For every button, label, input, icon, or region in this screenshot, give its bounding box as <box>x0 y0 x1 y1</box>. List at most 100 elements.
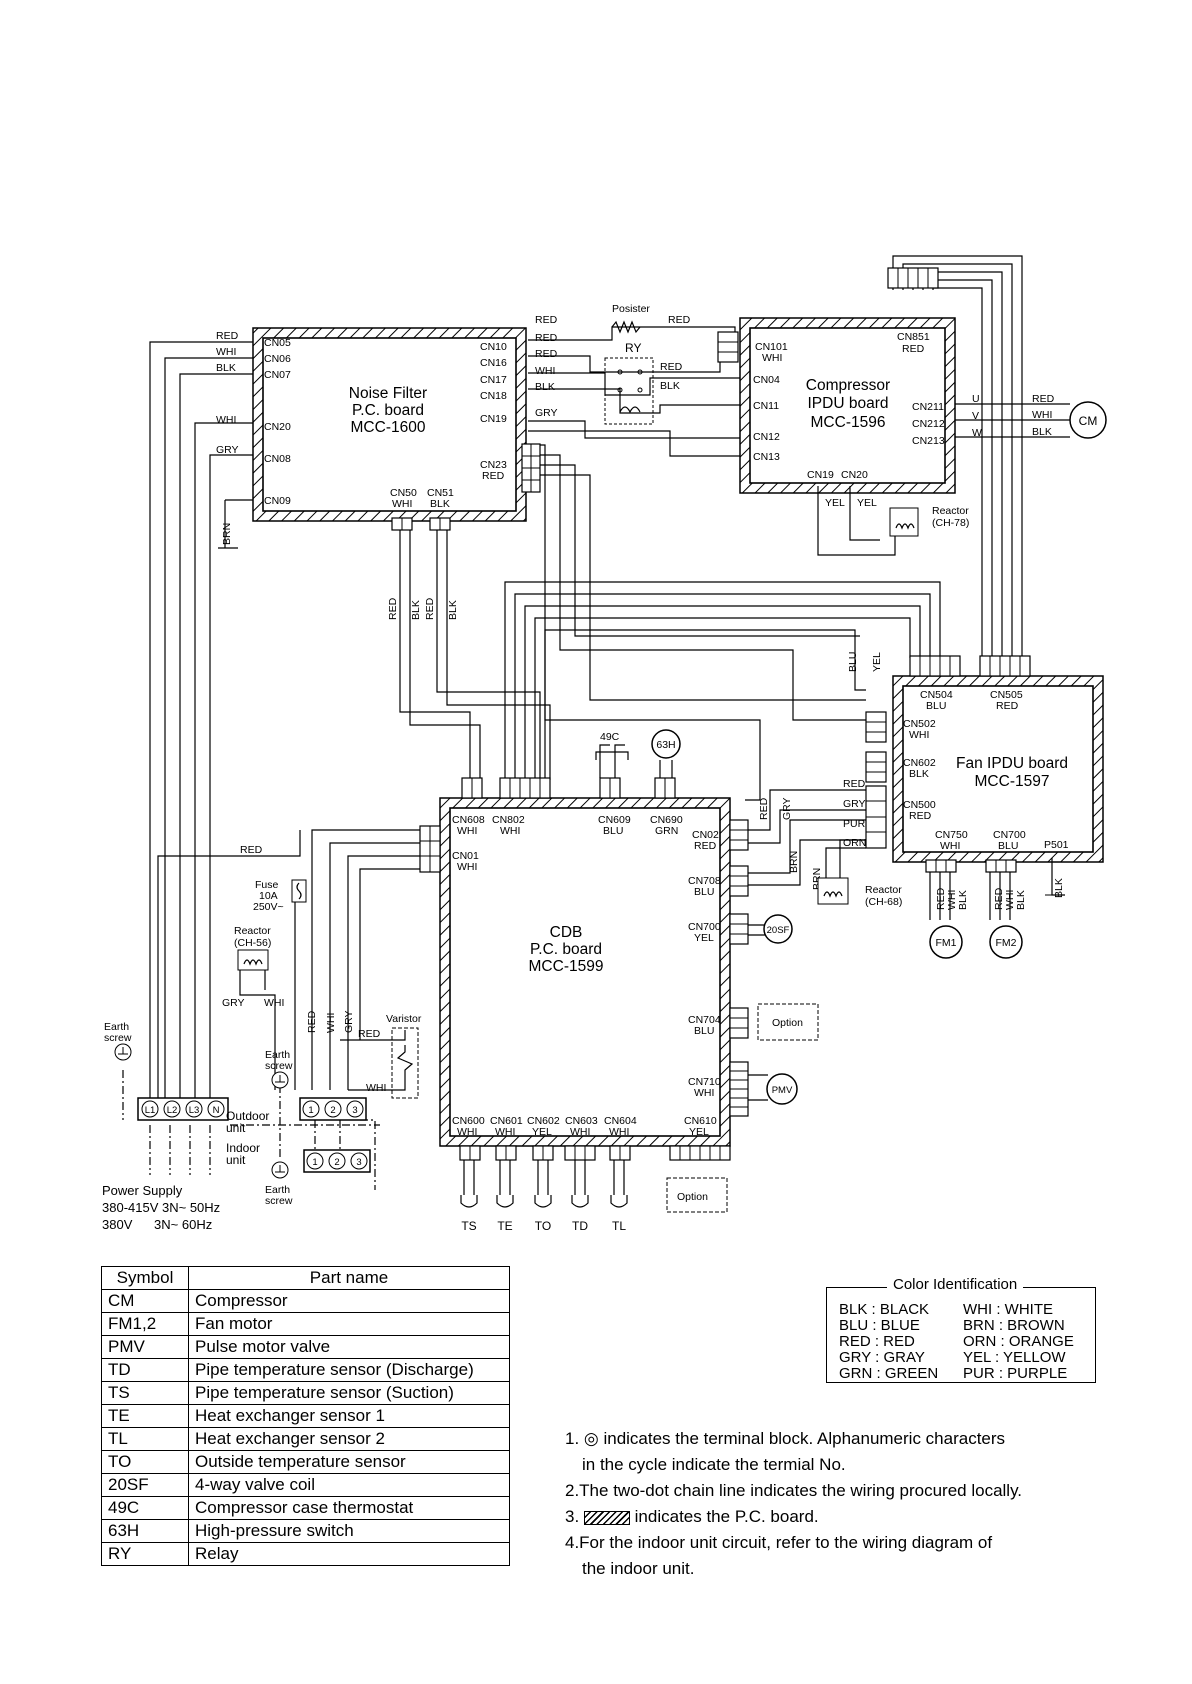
svg-text:YEL: YEL <box>825 497 845 509</box>
svg-text:RED: RED <box>424 597 436 620</box>
sensor-tl-label: TL <box>612 1219 626 1233</box>
power-spec-1: 380-415V 3N~ 50Hz <box>102 1200 220 1215</box>
cell-symbol: RY <box>101 1542 189 1566</box>
color-key-item: GRY : GRAY <box>839 1349 925 1366</box>
cell-part: Compressor case thermostat <box>188 1496 510 1520</box>
cell-part: Relay <box>188 1542 510 1566</box>
svg-text:3: 3 <box>352 1105 357 1116</box>
svg-text:BLU: BLU <box>694 1025 714 1037</box>
svg-text:RED: RED <box>306 1010 318 1033</box>
svg-text:1: 1 <box>308 1105 313 1116</box>
svg-text:2: 2 <box>330 1105 335 1116</box>
svg-text:BLK: BLK <box>909 768 929 780</box>
svg-text:CN02: CN02 <box>692 829 719 841</box>
color-identification-title: Color Identification <box>887 1276 1024 1293</box>
svg-text:WHI: WHI <box>457 825 477 837</box>
option-cn610-label: Option <box>677 1191 708 1203</box>
note-3: 3. indicates the P.C. board. <box>565 1504 1022 1530</box>
cdb-title-2: P.C. board <box>530 941 602 958</box>
cell-part: Heat exchanger sensor 2 <box>188 1427 510 1451</box>
fan-motors: FM1 FM2 P501 <box>929 839 1069 959</box>
svg-text:CN602: CN602 <box>527 1115 560 1127</box>
svg-text:WHI: WHI <box>694 1087 714 1099</box>
color-key-item: RED : RED <box>839 1333 915 1350</box>
table-header-row: Symbol Part name <box>101 1266 510 1290</box>
svg-text:WHI: WHI <box>457 1126 477 1138</box>
cdb-title-1: CDB <box>550 924 583 941</box>
svg-text:ORN: ORN <box>843 837 866 849</box>
svg-text:CN19: CN19 <box>807 469 834 481</box>
cell-part: Pipe temperature sensor (Suction) <box>188 1381 510 1405</box>
cell-symbol: CM <box>101 1289 189 1313</box>
note-4-cont: the indoor unit. <box>582 1559 695 1578</box>
cell-part: Fan motor <box>188 1312 510 1336</box>
svg-text:L1: L1 <box>145 1105 156 1116</box>
header-part-name: Part name <box>188 1266 510 1290</box>
svg-text:RED: RED <box>660 361 683 373</box>
49c-label: 49C <box>600 731 620 743</box>
svg-text:CN213: CN213 <box>912 435 945 447</box>
svg-text:RED: RED <box>909 810 932 822</box>
svg-text:N: N <box>213 1105 220 1116</box>
svg-text:CN101: CN101 <box>755 341 788 353</box>
svg-text:1: 1 <box>312 1157 317 1168</box>
compressor-ipdu-board: Compressor IPDU board MCC-1596 <box>739 317 956 494</box>
note-2: 2.The two-dot chain line indicates the w… <box>565 1481 1023 1500</box>
note-1-cont: in the cycle indicate the termial No. <box>582 1455 846 1474</box>
63h-label: 63H <box>656 739 675 751</box>
sensor-ts-label: TS <box>461 1219 476 1233</box>
svg-text:RED: RED <box>358 1028 381 1040</box>
svg-text:RED: RED <box>843 778 866 790</box>
cell-part: Pulse motor valve <box>188 1335 510 1359</box>
power-supply: Power Supply 380-415V 3N~ 50Hz 380V 3N~ … <box>102 1183 220 1232</box>
svg-text:BLU: BLU <box>847 652 859 672</box>
svg-text:RED: RED <box>535 348 558 360</box>
sensor-symbols: TS TE TO TD TL <box>460 1195 628 1233</box>
reactor-ch56-code: (CH-56) <box>234 937 271 949</box>
svg-text:CN802: CN802 <box>492 814 525 826</box>
svg-text:CN18: CN18 <box>480 390 507 402</box>
cell-symbol: 63H <box>101 1519 189 1543</box>
phase-w-label: W <box>972 427 982 439</box>
svg-text:RED: RED <box>758 797 770 820</box>
cell-symbol: TL <box>101 1427 189 1451</box>
svg-text:WHI: WHI <box>325 1013 337 1033</box>
svg-text:CN608: CN608 <box>452 814 485 826</box>
svg-text:CN505: CN505 <box>990 689 1023 701</box>
posister-label: Posister <box>612 303 650 315</box>
svg-text:WHI: WHI <box>366 1082 386 1094</box>
svg-text:CN50: CN50 <box>390 487 417 499</box>
cell-part: Heat exchanger sensor 1 <box>188 1404 510 1428</box>
svg-text:CN502: CN502 <box>903 718 936 730</box>
note-1: 1. ◎ indicates the terminal block. Alpha… <box>565 1429 1006 1448</box>
svg-text:RED: RED <box>535 332 558 344</box>
svg-text:CN20: CN20 <box>841 469 868 481</box>
sensor-td-label: TD <box>572 1219 588 1233</box>
earth-screw-label-1: Earth <box>104 1021 129 1033</box>
p501-label: P501 <box>1044 839 1069 851</box>
ry-label: RY <box>625 341 641 355</box>
svg-text:CN750: CN750 <box>935 829 968 841</box>
svg-text:BLK: BLK <box>1032 426 1052 438</box>
svg-text:WHI: WHI <box>264 997 284 1009</box>
reactor-ch78: Reactor (CH-78) <box>889 505 969 537</box>
svg-text:WHI: WHI <box>946 890 958 910</box>
color-key-item: BRN : BROWN <box>963 1317 1065 1334</box>
svg-text:BLK: BLK <box>660 380 680 392</box>
valve-coil-20sf: 20SF <box>763 914 793 944</box>
color-key-item: BLK : BLACK <box>839 1301 930 1318</box>
svg-text:CN08: CN08 <box>264 453 291 465</box>
color-key-item: BLU : BLUE <box>839 1317 920 1334</box>
option-cn610: Option <box>666 1177 728 1213</box>
svg-text:WHI: WHI <box>940 840 960 852</box>
cell-symbol: FM1,2 <box>101 1312 189 1336</box>
svg-text:WHI: WHI <box>392 498 412 510</box>
svg-text:BLK: BLK <box>1015 890 1027 910</box>
option-cn704: Option <box>757 1003 819 1041</box>
fuse: Fuse 10A 250V~ <box>253 879 307 913</box>
